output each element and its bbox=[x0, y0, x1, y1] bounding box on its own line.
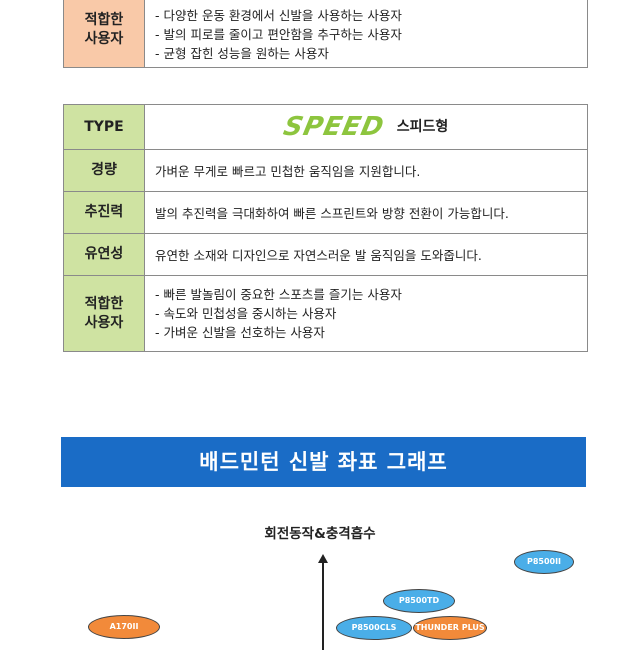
graph-banner: 배드민턴 신발 좌표 그래프 bbox=[61, 437, 586, 487]
type-name: 스피드형 bbox=[396, 119, 449, 135]
list-item: 다양한 운동 환경에서 신발을 사용하는 사용자 bbox=[155, 6, 587, 25]
row-text-propulsion: 발의 추진력을 극대화하여 빠른 스프린트와 방향 전환이 가능합니다. bbox=[144, 191, 588, 234]
product-p8500cls: P8500CLS bbox=[336, 616, 412, 640]
row-label-lightweight: 경량 bbox=[63, 149, 145, 192]
fit-user-list-cell: 다양한 운동 환경에서 신발을 사용하는 사용자 발의 피로를 줄이고 편안함을… bbox=[144, 0, 588, 68]
fit-user-label-line1: 적합한 bbox=[84, 12, 124, 28]
fit-user-label: 적합한 사용자 bbox=[63, 275, 145, 352]
row-label-flexibility: 유연성 bbox=[63, 233, 145, 276]
speed-logo: SPEED bbox=[280, 112, 387, 142]
y-axis-title: 회전동작&충격흡수 bbox=[264, 526, 376, 542]
fit-user-label: 적합한 사용자 bbox=[63, 0, 145, 68]
fit-user-list-cell: 빠른 발놀림이 중요한 스포츠를 즐기는 사용자 속도와 민첩성을 중시하는 사… bbox=[144, 275, 588, 352]
product-p8500td: P8500TD bbox=[383, 589, 455, 613]
row-text-flexibility: 유연한 소재와 디자인으로 자연스러운 발 움직임을 도와줍니다. bbox=[144, 233, 588, 276]
row-label-propulsion: 추진력 bbox=[63, 191, 145, 234]
fit-user-label-line2: 사용자 bbox=[84, 314, 124, 331]
list-item: 속도와 민첩성을 중시하는 사용자 bbox=[155, 304, 587, 323]
product-thunder-plus: THUNDER PLUS bbox=[413, 616, 487, 640]
axis-arrow-icon bbox=[318, 554, 328, 563]
speed-type-table: TYPE SPEED 스피드형 경량 가벼운 무게로 빠르고 민첩한 움직임을 … bbox=[63, 104, 588, 352]
product-p8500ii: P8500II bbox=[514, 550, 574, 574]
y-axis-line bbox=[322, 560, 324, 650]
type-cell: SPEED 스피드형 bbox=[144, 104, 588, 150]
list-item: 발의 피로를 줄이고 편안함을 추구하는 사용자 bbox=[155, 25, 587, 44]
list-item: 빠른 발놀림이 중요한 스포츠를 즐기는 사용자 bbox=[155, 285, 587, 304]
product-a170ii: A170II bbox=[88, 615, 160, 639]
list-item: 균형 잡힌 성능을 원하는 사용자 bbox=[155, 44, 587, 63]
row-text-lightweight: 가벼운 무게로 빠르고 민첩한 움직임을 지원합니다. bbox=[144, 149, 588, 192]
type-label: TYPE bbox=[63, 104, 145, 150]
fit-user-table-top: 적합한 사용자 다양한 운동 환경에서 신발을 사용하는 사용자 발의 피로를 … bbox=[63, 0, 588, 68]
fit-user-label-line2: 사용자 bbox=[84, 31, 124, 47]
fit-user-label-line1: 적합한 bbox=[84, 295, 124, 312]
list-item: 가벼운 신발을 선호하는 사용자 bbox=[155, 323, 587, 342]
